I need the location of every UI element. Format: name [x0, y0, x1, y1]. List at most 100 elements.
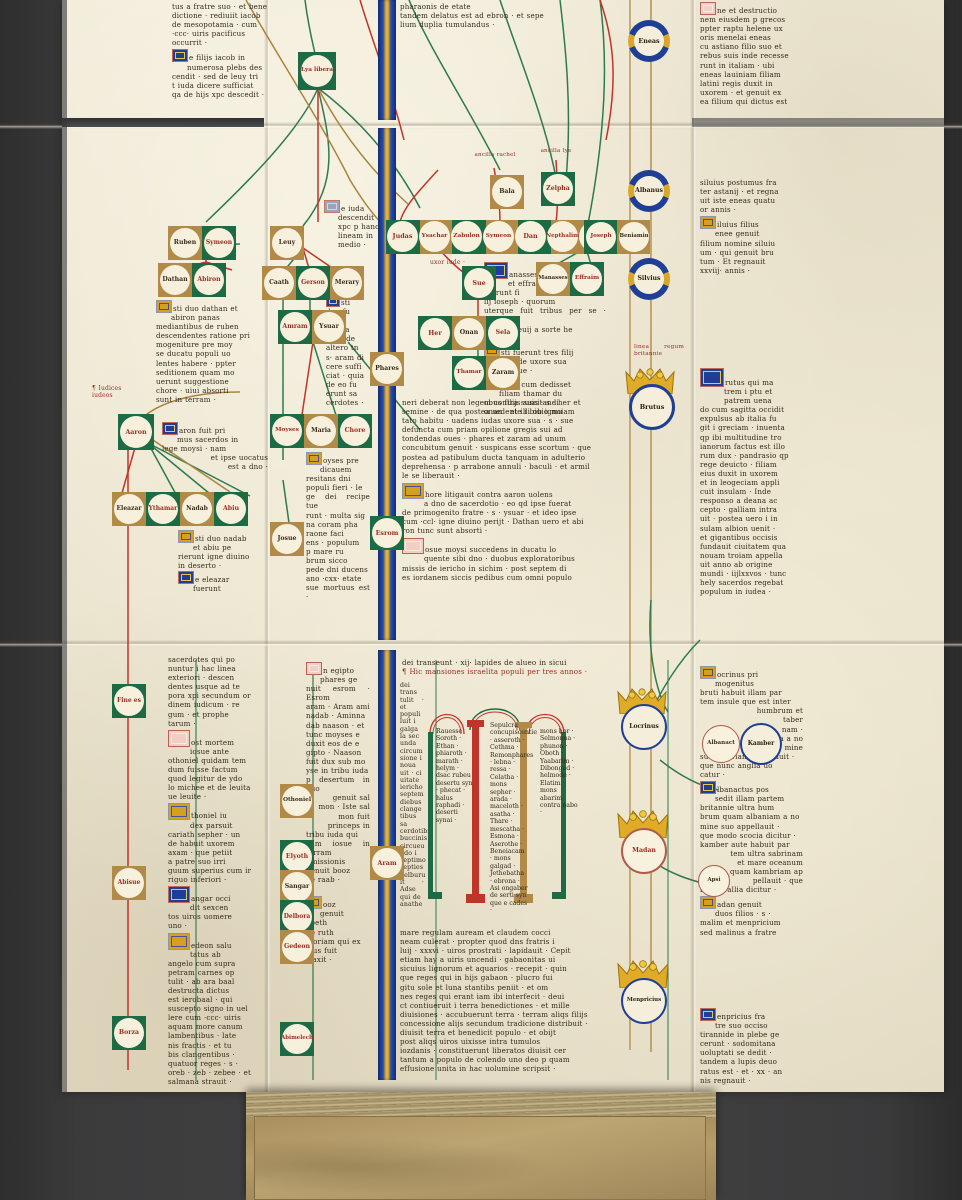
text-line: uit · ci: [400, 769, 422, 777]
roundel-zaram[interactable]: Zaram: [488, 358, 518, 388]
roundel-albanact[interactable]: Albanact: [702, 725, 740, 763]
text-line: p mare ru: [306, 546, 344, 556]
text-line: qua a no: [770, 733, 803, 743]
roundel-madan[interactable]: Madan: [621, 828, 667, 874]
roundel-abimelech[interactable]: Abimelech: [281, 1024, 313, 1054]
text-line: uit · postea uero i in: [700, 514, 778, 524]
roundel-tribe-symeon[interactable]: Symeon: [483, 221, 514, 252]
roundel-menpricius[interactable]: Menpricius: [621, 978, 667, 1024]
roundel-ythamar[interactable]: Ythamar: [148, 494, 178, 524]
column-bottom-mid-right: mare regulam auream et claudem cocci nea…: [400, 928, 608, 1074]
text-line: princeps in: [327, 820, 370, 830]
text-line: mon fuit: [338, 811, 370, 821]
text-line: obeth: [306, 918, 328, 928]
roundel-lya-libera[interactable]: Lya libera: [301, 55, 333, 87]
text-line: raone faci: [306, 528, 344, 538]
roundel-esrom[interactable]: Esrom: [372, 518, 402, 548]
roundel-effraim[interactable]: Effraim: [572, 264, 602, 294]
roundel-moyses[interactable]: Moyses: [272, 416, 302, 446]
text-line: ost mortem: [191, 737, 235, 747]
text-line: de ruth: [306, 927, 334, 937]
roundel-label: Zelpha: [546, 185, 570, 193]
column-arcade-left-strip: dei trans tulit · et populi luit i galga…: [400, 682, 431, 908]
text-line: rege deuicto · filiam: [700, 459, 777, 469]
roundel-elyoth[interactable]: Elyoth: [282, 842, 312, 872]
roundel-silvius[interactable]: Silvius: [628, 258, 670, 300]
text-line: cepto · galliam intra: [700, 505, 778, 515]
text-line: destructa dictus: [168, 986, 230, 995]
roundel-beniamin[interactable]: Beniamin: [619, 222, 649, 252]
roundel-gerson[interactable]: Gerson: [298, 268, 328, 298]
roundel-aaron[interactable]: Aaron: [120, 416, 152, 448]
roundel-borza[interactable]: Borza: [114, 1018, 144, 1048]
roundel-locrinus[interactable]: Locrinus: [621, 704, 667, 750]
roundel-ruben[interactable]: Ruben: [170, 228, 200, 258]
roundel-sue[interactable]: Sue: [464, 268, 494, 298]
roundel-tribe-ysachar[interactable]: Ysachar: [419, 221, 450, 252]
roundel-eleazar[interactable]: Eleazar: [114, 494, 144, 524]
roundel-apsi[interactable]: Apsi: [698, 865, 730, 897]
roundel-leuy[interactable]: Leuy: [272, 228, 302, 258]
roundel-brutus[interactable]: Brutus: [629, 384, 675, 430]
roundel-dathan[interactable]: Dathan: [160, 265, 190, 295]
roundel-symeon-left[interactable]: Symeon: [204, 228, 234, 258]
text-line: um · qui genuit bru: [700, 247, 774, 257]
roundel-sangar[interactable]: Sangar: [282, 872, 312, 902]
text-line: sedit illam partem: [715, 794, 785, 804]
roundel-tribe-zabulon[interactable]: Zabulon: [451, 221, 482, 252]
caption-uxor-iude: uxor iude ·: [430, 259, 466, 266]
roundel-tribe-judas[interactable]: Judas: [387, 221, 418, 252]
roundel-nadab[interactable]: Nadab: [182, 494, 212, 524]
illuminated-initial-P: [168, 729, 190, 747]
roundel-abisue[interactable]: Abisue: [114, 868, 144, 898]
roundel-josue[interactable]: Josue: [272, 524, 302, 554]
text-line: uno ·: [168, 921, 188, 931]
roundel-eneas[interactable]: Eneas: [628, 20, 670, 62]
roundel-caath[interactable]: Caath: [264, 268, 294, 298]
text-line: fuerunt: [193, 584, 221, 594]
roundel-phares[interactable]: Phares: [372, 354, 402, 384]
roundel-kamber[interactable]: Kamber: [740, 723, 782, 765]
roundel-tribe-dan[interactable]: Dan: [515, 221, 546, 252]
roundel-sela[interactable]: Sela: [488, 318, 518, 348]
column-mid-left: sti duo dathan et abiron panas mediantib…: [156, 300, 268, 404]
roundel-amram[interactable]: Amram: [280, 312, 310, 342]
roundel-othoniel[interactable]: Othoniel: [282, 786, 312, 816]
roundel-label: Manasses: [538, 275, 568, 282]
roundel-aram[interactable]: Aram: [372, 848, 402, 878]
roundel-tribe-nepthalim[interactable]: Nepthalim: [546, 221, 579, 252]
roundel-manasses[interactable]: Manasses: [538, 264, 568, 294]
text-line: de primogenito fratre · s · ysuar · et i…: [402, 508, 577, 518]
central-christ-line-band: [378, 0, 396, 120]
text-line: descendentes ratione pri: [156, 331, 251, 341]
column-mid-left-aaron: aron fuit pri mus sacerdos in lege moysi…: [162, 422, 268, 471]
text-line: yse in tribu iuda: [306, 766, 369, 776]
roundel-abiron[interactable]: Abiron: [194, 265, 224, 295]
roundel-her[interactable]: Her: [420, 318, 450, 348]
illuminated-initial-S: [700, 216, 716, 230]
column-top-right: ne et destructio nem eiusdem p grecos pp…: [700, 2, 803, 106]
roundel-abiu[interactable]: Abiu: [216, 494, 246, 524]
roundel-maria[interactable]: Maria: [306, 416, 336, 446]
text-line: adan genuit: [717, 900, 762, 910]
roundel-bala[interactable]: Bala: [492, 177, 522, 207]
roundel-delbora[interactable]: Delbora: [282, 902, 312, 932]
illuminated-initial-S2: [168, 886, 190, 904]
roundel-albanus[interactable]: Albanus: [628, 170, 670, 212]
roundel-gedeon[interactable]: Gedeon: [282, 932, 312, 962]
text-line: uxorem · et genuit ex: [700, 87, 782, 97]
roundel-joseph[interactable]: Joseph: [586, 222, 616, 252]
roundel-merary[interactable]: Merary: [332, 268, 362, 298]
roundel-zelpha[interactable]: Zelpha: [543, 174, 573, 204]
text-line: oyses pre: [323, 456, 359, 465]
mansiones-col-2: Sepulcra concupiscentie · asseroth · Cet…: [490, 722, 537, 915]
roundel-ysuar[interactable]: Ysuar: [314, 312, 344, 342]
roundel-fine[interactable]: Fine es: [114, 686, 144, 716]
text-line: iluius filius: [717, 220, 759, 230]
text-line: es iordanem siccis pedibus cum omni popu…: [402, 572, 572, 582]
roundel-onan[interactable]: Onan: [454, 318, 484, 348]
text-line: uit anno ab origine: [700, 559, 773, 569]
panel-gap-top-right: [692, 118, 944, 127]
roundel-chore[interactable]: Chore: [340, 416, 370, 446]
roundel-thamar[interactable]: Thamar: [454, 358, 484, 388]
